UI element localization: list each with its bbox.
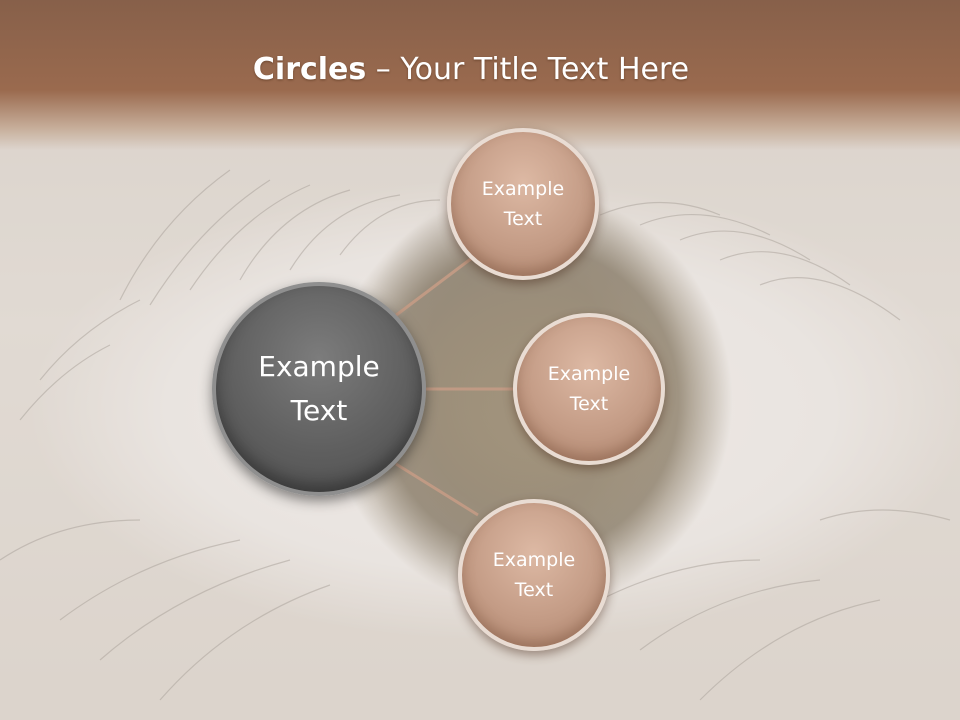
center-circle: Example Text [212,282,426,496]
node-circle-bottom: Example Text [458,499,610,651]
center-circle-label: Example Text [258,350,380,427]
slide-title: Circles – Your Title Text Here [0,52,942,87]
node-circle-top: Example Text [447,128,599,280]
node-circle-label: Example Text [547,363,631,415]
connector-line-bottom [395,462,479,517]
node-circle-label: Example Text [481,178,565,230]
title-bar [0,0,960,150]
title-bold: Circles [252,52,367,87]
node-circle-label: Example Text [492,549,576,601]
connector-line-top [394,256,473,318]
node-circle-middle: Example Text [513,313,665,465]
title-rest: – Your Title Text Here [366,52,690,87]
